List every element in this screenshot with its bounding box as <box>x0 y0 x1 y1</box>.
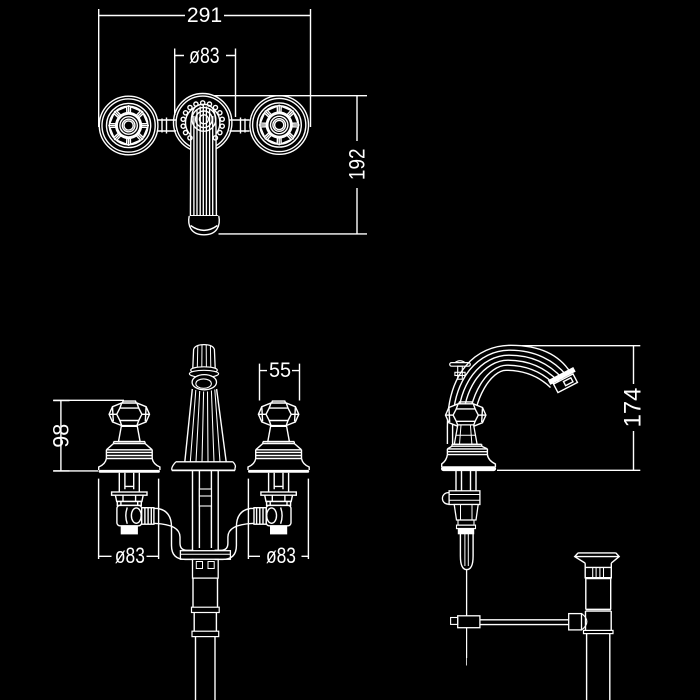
svg-text:ø83: ø83 <box>189 43 220 68</box>
svg-text:291: 291 <box>187 4 222 27</box>
svg-text:98: 98 <box>48 424 73 448</box>
svg-text:192: 192 <box>345 149 370 180</box>
svg-text:ø83: ø83 <box>115 543 145 568</box>
svg-text:174: 174 <box>620 388 647 428</box>
svg-text:55: 55 <box>269 359 291 382</box>
svg-text:ø83: ø83 <box>266 543 296 568</box>
